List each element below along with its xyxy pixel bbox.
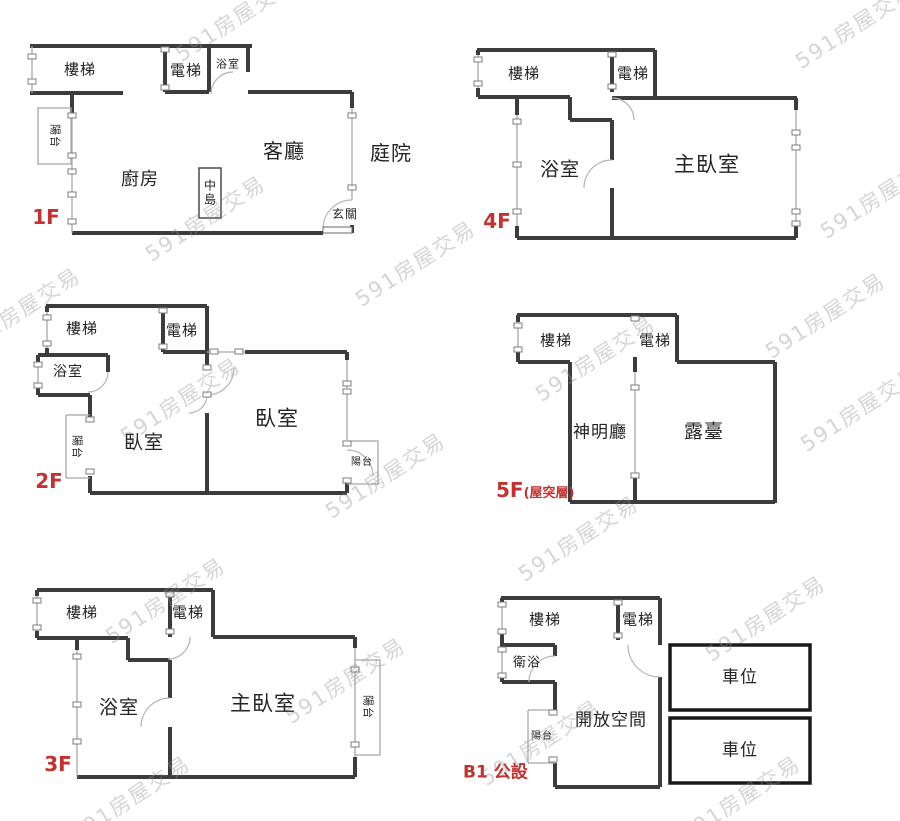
parking-space-1-outline bbox=[668, 643, 812, 712]
room-label-courtyard-1f: 庭院 bbox=[370, 141, 412, 165]
room-label-stairs-2f: 樓梯 bbox=[65, 319, 99, 338]
room-label-shrine-room-5f: 神明廳 bbox=[573, 422, 627, 443]
room-label-bathroom-4f: 浴室 bbox=[539, 158, 581, 181]
room-label-kitchen-1f: 廚房 bbox=[121, 169, 159, 190]
floor-label-b1: B1 公設 bbox=[463, 762, 528, 783]
room-label-bathroom-1f: 浴室 bbox=[216, 57, 240, 71]
floorplan-4f bbox=[476, 48, 798, 240]
room-label-parking-1-b1: 車位 bbox=[722, 667, 758, 688]
floorplan-b1 bbox=[500, 596, 812, 789]
room-label-elevator-5f: 電梯 bbox=[638, 331, 672, 350]
room-label-stairs-1f: 樓梯 bbox=[63, 60, 97, 79]
floor-label-2f: 2F bbox=[35, 469, 63, 493]
room-label-bedroom-left-2f: 臥室 bbox=[123, 431, 165, 454]
room-label-living-room-1f: 客廳 bbox=[263, 139, 305, 163]
floorplan-3f bbox=[35, 588, 381, 779]
room-label-stairs-3f: 樓梯 bbox=[65, 603, 99, 622]
room-label-master-bedroom-4f: 主臥室 bbox=[674, 152, 740, 177]
room-label-bathroom-3f: 浴室 bbox=[98, 696, 140, 719]
room-label-parking-2-b1: 車位 bbox=[722, 740, 758, 761]
floor-label-5f-main: 5F bbox=[496, 478, 524, 502]
room-label-island-1f: 中島 bbox=[203, 178, 216, 207]
entry-door-leaf bbox=[322, 226, 353, 234]
room-label-balcony-left-2f: 陽台 bbox=[70, 435, 84, 459]
floor-label-5f-note: (屋突層) bbox=[523, 486, 575, 501]
floorplan-1f bbox=[30, 44, 354, 235]
room-label-balcony-3f: 陽台 bbox=[361, 695, 375, 719]
room-label-stairs-b1: 樓梯 bbox=[528, 610, 562, 629]
room-label-entry-1f: 玄關 bbox=[331, 207, 359, 221]
room-label-terrace-5f: 露臺 bbox=[683, 420, 725, 443]
room-label-balcony-right-2f: 陽台 bbox=[351, 457, 373, 468]
room-label-elevator-b1: 電梯 bbox=[621, 610, 655, 629]
floor-label-3f: 3F bbox=[44, 752, 72, 776]
room-label-balcony-b1: 陽台 bbox=[531, 731, 553, 742]
room-label-bathroom-b1: 衛浴 bbox=[512, 655, 542, 671]
floor-label-1f: 1F bbox=[32, 205, 60, 229]
kitchen-island-outline bbox=[198, 167, 222, 219]
room-label-open-space-b1: 開放空間 bbox=[575, 710, 647, 731]
floorplan-2f bbox=[36, 304, 379, 495]
room-label-bedroom-right-2f: 臥室 bbox=[255, 406, 299, 431]
floor-label-5f: 5F(屋突層) bbox=[496, 480, 574, 500]
floor-label-4f: 4F bbox=[483, 209, 511, 233]
room-label-master-bedroom-3f: 主臥室 bbox=[230, 691, 296, 716]
room-label-elevator-4f: 電梯 bbox=[616, 64, 650, 83]
room-label-balcony-1f: 陽台 bbox=[48, 124, 62, 148]
room-label-stairs-4f: 樓梯 bbox=[507, 64, 541, 83]
room-label-elevator-3f: 電梯 bbox=[171, 603, 205, 622]
room-label-elevator-2f: 電梯 bbox=[165, 321, 199, 340]
parking-space-2-outline bbox=[668, 716, 812, 785]
room-label-bathroom-2f: 浴室 bbox=[53, 364, 83, 380]
room-label-stairs-5f: 樓梯 bbox=[539, 331, 573, 350]
room-label-elevator-1f: 電梯 bbox=[169, 61, 203, 80]
